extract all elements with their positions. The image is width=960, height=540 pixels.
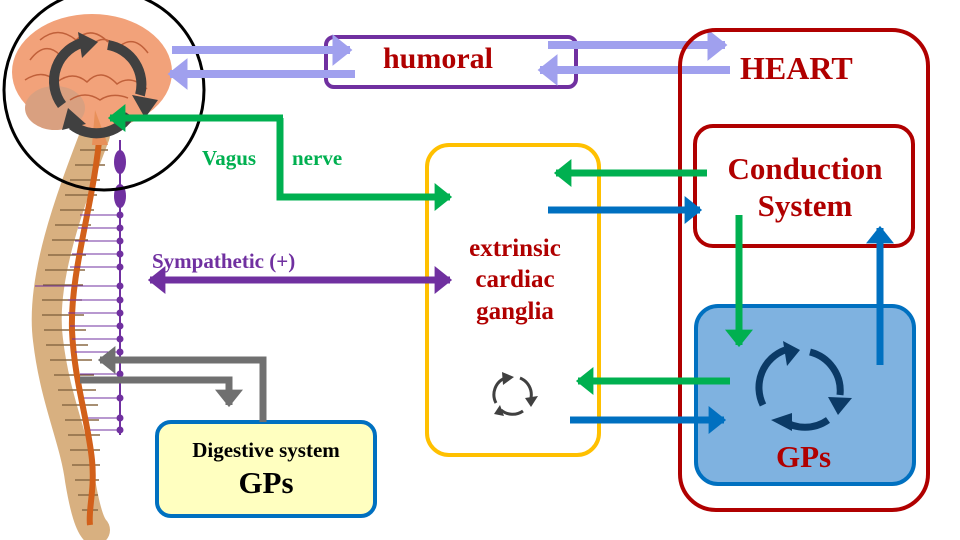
ganglia-label-line2: cardiac bbox=[475, 266, 555, 294]
nerve-label: nerve bbox=[292, 146, 343, 170]
ganglia-label-line3: ganglia bbox=[476, 297, 554, 325]
vagus-label: Vagus bbox=[202, 146, 257, 170]
humoral-box bbox=[324, 35, 578, 89]
spine-to-digestive-arrow bbox=[80, 376, 243, 408]
heart-label: HEART bbox=[740, 50, 853, 86]
gps-cycle-arrowheads bbox=[771, 341, 852, 431]
vagus-nerve-arrow-to-ganglia bbox=[276, 118, 453, 211]
digestive-label-line2: GPs bbox=[238, 465, 294, 500]
ganglia-cycle-arrowheads bbox=[494, 372, 538, 416]
brain-cycle-arrowheads bbox=[62, 32, 158, 130]
conduction-label-line2: System bbox=[757, 188, 853, 224]
conduction-system-label: Conduction System bbox=[700, 150, 910, 224]
humoral-label: humoral bbox=[383, 42, 494, 75]
cardiac-gps-box bbox=[694, 304, 916, 486]
ganglia-cycle-icon bbox=[492, 376, 533, 416]
digestive-gps-label: Digestive system GPs bbox=[160, 438, 372, 500]
heart-box bbox=[678, 28, 930, 512]
digestive-to-spine-arrow bbox=[97, 346, 267, 422]
cardiac-gps-label: GPs bbox=[776, 439, 832, 474]
brain-illustration bbox=[12, 14, 172, 145]
conduction-system-box bbox=[693, 124, 915, 248]
extrinsic-ganglia-label: extrinsic cardiac ganglia bbox=[435, 233, 595, 327]
brain-focus-circle bbox=[2, 0, 206, 192]
extrinsic-ganglia-box bbox=[425, 143, 601, 457]
sympathetic-label: Sympathetic (+) bbox=[152, 249, 296, 273]
digestive-label-line1: Digestive system bbox=[192, 438, 340, 462]
conduction-label-line1: Conduction bbox=[727, 151, 883, 186]
ganglia-label-line1: extrinsic bbox=[469, 235, 561, 262]
